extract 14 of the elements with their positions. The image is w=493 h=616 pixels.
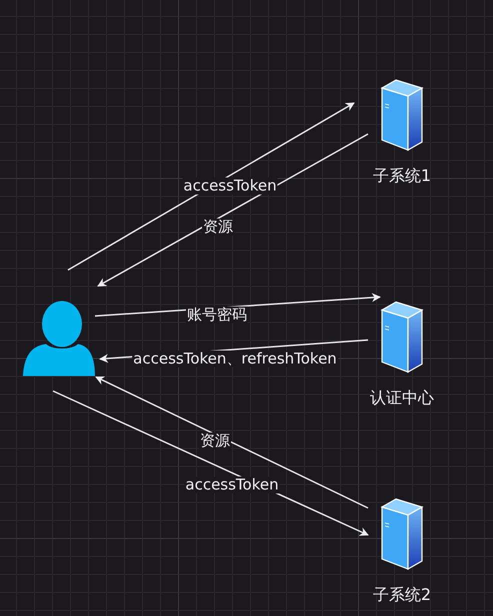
arrow — [95, 376, 368, 509]
arrow — [68, 102, 355, 271]
arrow — [97, 133, 368, 287]
person-icon — [22, 300, 96, 376]
arrow — [52, 390, 369, 536]
edge-label: 资源 — [199, 432, 231, 450]
server-label: 子系统2 — [372, 585, 432, 604]
edge-label: accessToken — [184, 476, 280, 494]
edge-label: 账号密码 — [186, 306, 248, 324]
edge-label: accessToken、refreshToken — [132, 350, 338, 368]
edge-label: accessToken — [182, 178, 278, 194]
edge-label: 资源 — [202, 218, 234, 236]
server-label: 子系统1 — [372, 166, 432, 185]
server-label: 认证中心 — [370, 388, 434, 407]
